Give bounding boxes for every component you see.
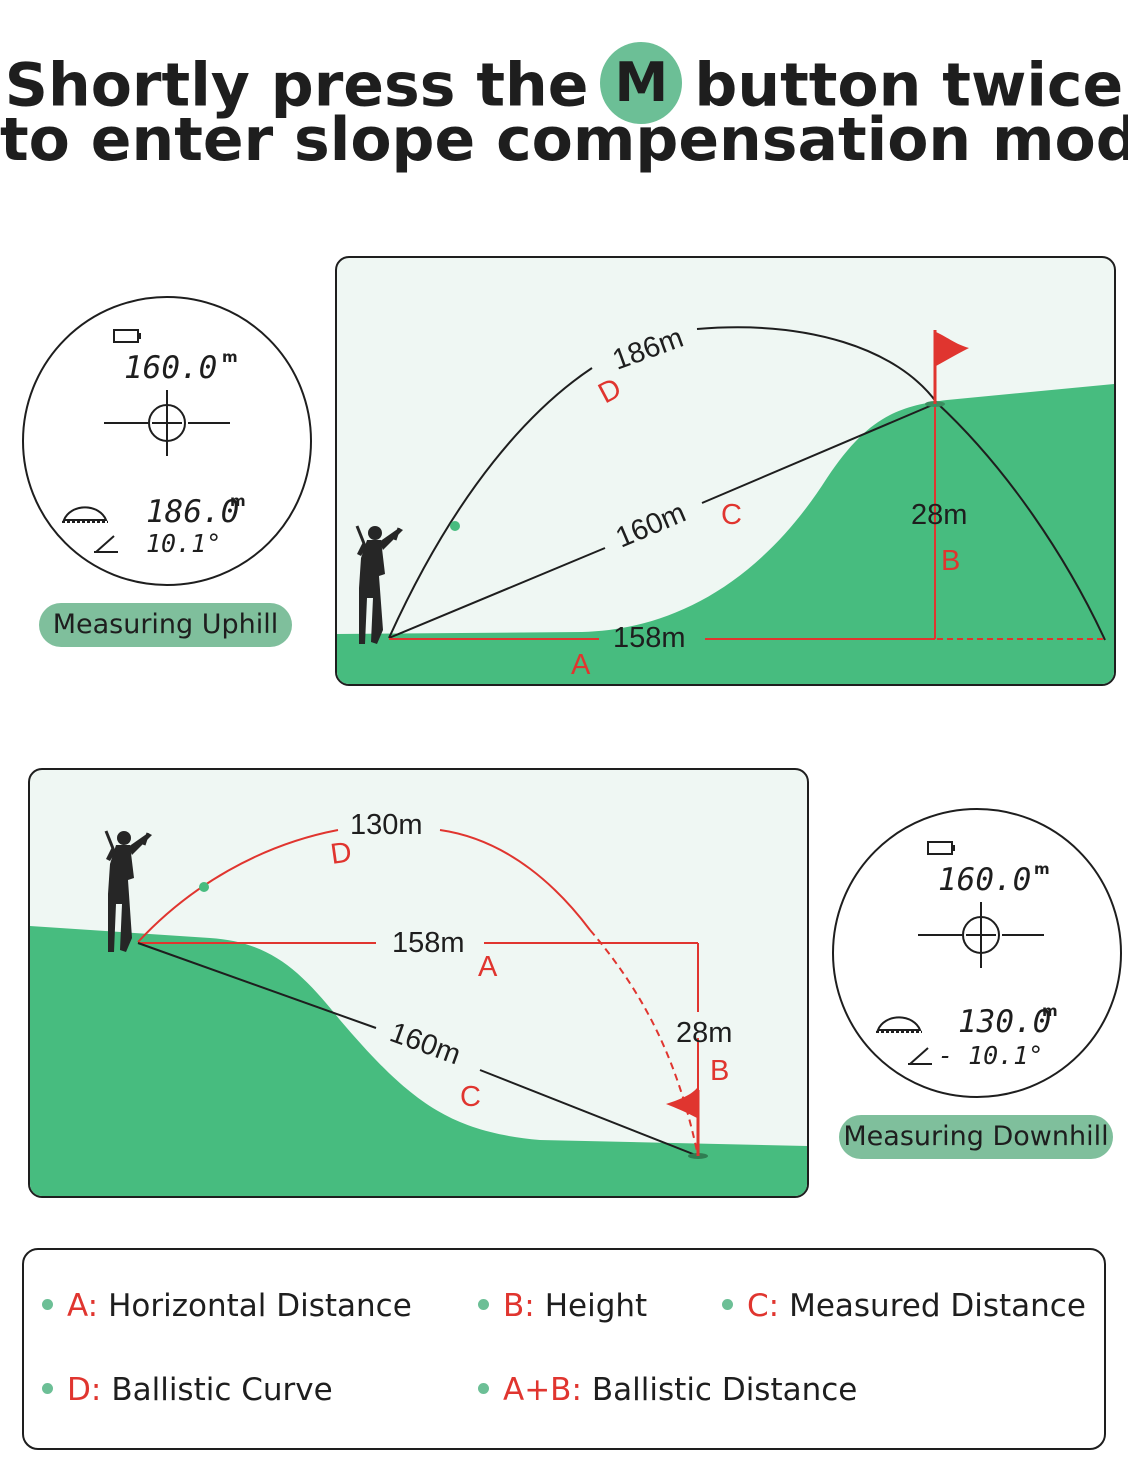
- downhill-measured-line-end: [479, 1069, 699, 1157]
- downhill-curve-key: D: [329, 836, 354, 871]
- uphill-target-unit: m: [222, 348, 238, 366]
- downhill-ballistic-curve: [137, 829, 339, 943]
- uphill-diagram: 186m D 160m C 28m B 158m A: [335, 256, 1116, 686]
- angle-icon: [908, 1047, 932, 1065]
- uphill-curve-distance: 186m: [608, 322, 687, 377]
- downhill-ballistic-curve-top: [439, 829, 591, 931]
- uphill-target-distance: 160.0: [124, 350, 217, 386]
- downhill-height-key: B: [710, 1055, 729, 1087]
- legend-bullet-icon: [478, 1383, 489, 1394]
- angle-icon: [94, 535, 118, 553]
- uphill-measured-line-end: [701, 402, 938, 504]
- legend-item-c: C:Measured Distance: [722, 1288, 1086, 1324]
- uphill-curve-key: D: [593, 372, 627, 410]
- downhill-hill: [30, 926, 807, 1196]
- downhill-ball: [199, 882, 209, 892]
- legend-bullet-icon: [722, 1299, 733, 1310]
- downhill-label: Measuring Downhill: [839, 1115, 1113, 1159]
- downhill-measured-distance: 160m: [386, 1017, 465, 1072]
- downhill-height: 28m: [676, 1017, 732, 1049]
- downhill-curve-distance: 130m: [350, 809, 423, 841]
- uphill-height: 28m: [911, 499, 967, 531]
- headline-text-before: Shortly press the: [4, 50, 589, 121]
- uphill-hill: [337, 384, 1114, 684]
- crosshair-icon: [918, 902, 1044, 968]
- legend-item-d: D:Ballistic Curve: [42, 1372, 333, 1408]
- downhill-target-unit: m: [1034, 860, 1050, 878]
- crosshair-icon: [104, 390, 230, 456]
- battery-icon: [113, 329, 141, 343]
- uphill-angle: 10.1°: [146, 529, 221, 558]
- legend-item-a: A:Horizontal Distance: [42, 1288, 412, 1324]
- flag-icon: [925, 330, 969, 407]
- uphill-ballistic-curve: [388, 367, 593, 639]
- legend-bullet-icon: [478, 1299, 489, 1310]
- uphill-measured-distance: 160m: [611, 497, 690, 555]
- legend-box: A:Horizontal Distance B:Height C:Measure…: [22, 1248, 1106, 1450]
- uphill-horizontal-key: A: [571, 649, 591, 681]
- downhill-measured-key: C: [460, 1081, 481, 1113]
- legend-item-ab: A+B:Ballistic Distance: [478, 1372, 857, 1408]
- downhill-horizontal-distance: 158m: [392, 927, 465, 959]
- downhill-compensated-distance: 130.0: [958, 1004, 1051, 1040]
- downhill-compensated-unit: m: [1042, 1002, 1058, 1020]
- battery-icon: [927, 841, 955, 855]
- uphill-measured-key: C: [721, 499, 742, 531]
- legend-item-b: B:Height: [478, 1288, 647, 1324]
- downhill-target-distance: 160.0: [938, 862, 1031, 898]
- downhill-horizontal-key: A: [478, 951, 498, 983]
- uphill-measured-line: [388, 547, 606, 639]
- uphill-horizontal-distance: 158m: [613, 622, 686, 654]
- golfer-icon: [104, 830, 152, 952]
- legend-bullet-icon: [42, 1299, 53, 1310]
- uphill-label: Measuring Uphill: [39, 603, 292, 647]
- flag-icon: [666, 1088, 708, 1159]
- headline-text-after: button twice: [694, 50, 1124, 121]
- downhill-scope-view: 160.0 m 130.0 m - 10.1°: [832, 808, 1122, 1098]
- golfer-icon: [355, 525, 403, 644]
- downhill-measured-line: [137, 942, 377, 1029]
- mode-icon: [62, 506, 108, 523]
- headline-line-2: to enter slope compensation mode: [0, 105, 1128, 175]
- uphill-ball: [450, 521, 460, 531]
- mode-icon: [876, 1016, 922, 1033]
- uphill-compensated-distance: 186.0: [146, 494, 239, 530]
- legend-bullet-icon: [42, 1383, 53, 1394]
- downhill-ballistic-curve-dashed: [589, 929, 699, 1157]
- m-button-icon: M: [600, 42, 683, 124]
- downhill-angle: - 10.1°: [938, 1041, 1043, 1070]
- uphill-scope-view: 160.0 m 186.0 m 10.1°: [22, 296, 312, 586]
- uphill-height-key: B: [941, 545, 960, 577]
- downhill-diagram: 130m D 158m A 160m C 28m B: [28, 768, 809, 1198]
- uphill-compensated-unit: m: [230, 492, 246, 510]
